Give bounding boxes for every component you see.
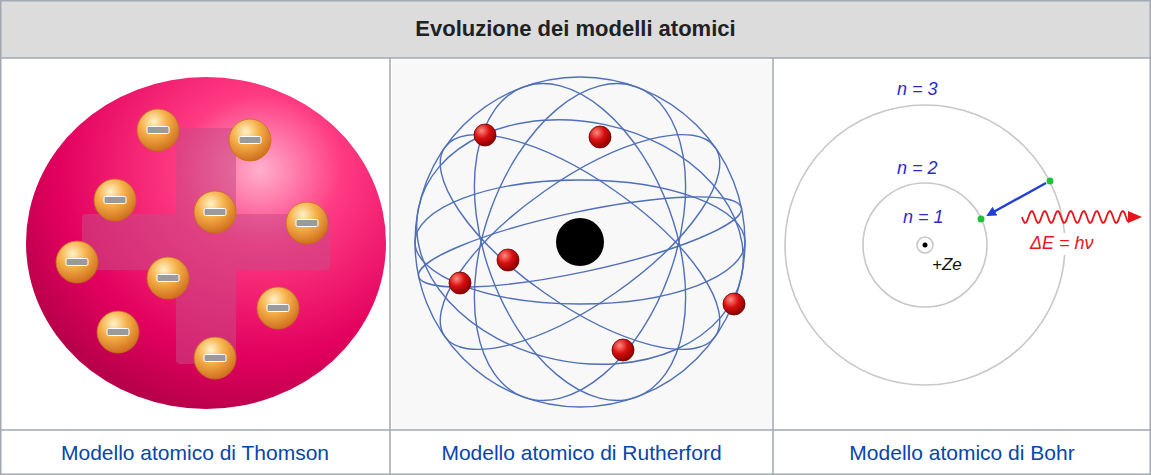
minus-sign bbox=[157, 275, 179, 282]
figure-label: n = 3 bbox=[897, 79, 938, 101]
figure-shape bbox=[1128, 211, 1142, 223]
model-cell: Modello atomico di Rutherford bbox=[390, 58, 773, 475]
figure-shape bbox=[988, 183, 1046, 215]
electron-ball bbox=[56, 241, 98, 283]
figure-shape bbox=[449, 272, 471, 294]
figure-label: n = 1 bbox=[903, 207, 944, 229]
minus-sign bbox=[66, 259, 88, 266]
table-title: Evoluzione dei modelli atomici bbox=[0, 0, 1151, 58]
minus-sign bbox=[107, 329, 129, 336]
panel-ground bbox=[392, 60, 772, 429]
figure-shape bbox=[497, 249, 519, 271]
electron-ball bbox=[257, 287, 299, 329]
electron-ball bbox=[97, 311, 139, 353]
figure-shape bbox=[772, 58, 774, 475]
figure-shape bbox=[82, 128, 330, 364]
figure-shape bbox=[923, 243, 928, 248]
minus-sign bbox=[296, 220, 318, 227]
electron-ball bbox=[229, 119, 271, 161]
figure-shape bbox=[434, 54, 725, 429]
bohr-atom bbox=[785, 105, 1142, 385]
figure-label: ΔE = hν bbox=[1028, 233, 1096, 255]
figure-shape bbox=[785, 105, 1065, 385]
figure-shape bbox=[978, 216, 985, 223]
figure-shape bbox=[0, 57, 1151, 59]
minus-sign bbox=[104, 197, 126, 204]
figure-shape bbox=[389, 58, 391, 475]
figure-shape bbox=[412, 178, 747, 305]
minus-sign bbox=[147, 127, 169, 134]
electron-ball bbox=[94, 179, 136, 221]
figure-shape bbox=[394, 90, 767, 393]
figure-shape bbox=[176, 128, 236, 364]
model-cell: Modello atomico di Bohr bbox=[773, 58, 1151, 475]
minus-sign bbox=[267, 305, 289, 312]
electron-ball bbox=[194, 337, 236, 379]
figure-shape bbox=[863, 183, 987, 307]
electron-ball bbox=[137, 109, 179, 151]
figure-shape bbox=[1022, 211, 1128, 223]
figure-shape bbox=[474, 124, 496, 146]
header-band bbox=[0, 0, 1151, 58]
figure-shape bbox=[409, 97, 750, 388]
rutherford-atom bbox=[394, 54, 767, 429]
minus-sign bbox=[204, 209, 226, 216]
figure-shape bbox=[589, 126, 611, 148]
figure-shape bbox=[434, 54, 725, 429]
minus-sign bbox=[239, 137, 261, 144]
thomson-atom bbox=[26, 77, 386, 409]
figure-shape bbox=[917, 237, 933, 253]
figure-shape bbox=[415, 77, 745, 407]
figure-shape bbox=[56, 109, 328, 379]
model-caption: Modello atomico di Rutherford bbox=[441, 441, 721, 475]
model-caption: Modello atomico di Thomson bbox=[61, 441, 329, 475]
figure-shape bbox=[612, 339, 634, 361]
electron-ball bbox=[147, 257, 189, 299]
electron-ball bbox=[286, 202, 328, 244]
electron-ball bbox=[194, 191, 236, 233]
figure-shape bbox=[785, 105, 1065, 385]
figure-shape bbox=[556, 218, 604, 266]
figure-label: +Ze bbox=[932, 255, 962, 275]
figure-shape bbox=[394, 54, 767, 429]
figure-shape bbox=[26, 77, 386, 409]
figure-shape bbox=[449, 124, 745, 361]
model-cell: Modello atomico di Thomson bbox=[0, 58, 390, 475]
figure-shape bbox=[409, 97, 750, 388]
figure-shape bbox=[723, 293, 745, 315]
figure-shape bbox=[0, 429, 1151, 431]
figure-shape bbox=[1047, 178, 1054, 185]
model-caption: Modello atomico di Bohr bbox=[849, 441, 1074, 475]
minus-sign bbox=[204, 355, 226, 362]
figure-shape bbox=[415, 180, 745, 304]
figure-label: n = 2 bbox=[897, 158, 938, 180]
